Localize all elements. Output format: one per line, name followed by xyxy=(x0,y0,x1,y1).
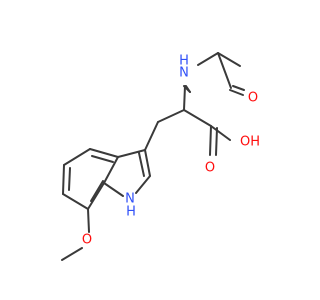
bond-carbonyl-o xyxy=(229,89,244,96)
atom-oh-acid: OH xyxy=(240,135,260,150)
bond-c2-n1 xyxy=(135,175,151,194)
bond-carbonyl-n xyxy=(197,52,219,66)
bond-c3a-c7a xyxy=(103,156,119,184)
bond-ca-cb xyxy=(157,109,185,123)
bond-n-ca xyxy=(183,85,186,111)
atom-n-acetyl: N xyxy=(179,66,189,81)
bond-c7-o xyxy=(87,208,90,233)
bond-cooh-o xyxy=(209,125,212,156)
bond-c3a-c4-double xyxy=(91,155,114,163)
bond-o-ch3 xyxy=(61,247,83,261)
bond-c3-c2 xyxy=(144,149,151,177)
bond-c3a-c4 xyxy=(89,148,119,158)
bond-c5-c6 xyxy=(62,164,65,195)
atom-o-acid: O xyxy=(205,161,215,176)
atom-o-carbonyl: O xyxy=(248,91,258,106)
bond-carbonyl-o-double xyxy=(232,85,245,91)
atom-o-methoxy: O xyxy=(82,233,92,248)
bond-cooh-o-double xyxy=(215,127,218,156)
bond-cb-c3 xyxy=(144,121,159,151)
bond-c3-c2-double xyxy=(138,152,145,177)
bond-ca-cooh xyxy=(183,109,212,127)
atom-h-acetyl: H xyxy=(179,54,189,69)
bond-c4-c5 xyxy=(63,148,91,166)
bond-n1-c7a xyxy=(103,182,124,197)
bond-c5-c6-double xyxy=(68,167,71,191)
bond-carbonyl-o-link xyxy=(217,52,232,89)
bond-c7-c7a xyxy=(87,182,105,210)
bond-c6-c7 xyxy=(62,193,89,210)
bond-c7-c7a-double xyxy=(90,180,104,202)
bond-c3-c3a xyxy=(117,149,146,158)
bond-cooh-oh xyxy=(210,125,231,141)
structure-diagram: N H O OH O N H O xyxy=(61,52,260,261)
bond-methyl-carbonyl xyxy=(217,52,241,67)
molecule-canvas: N H O OH O N H O xyxy=(61,52,260,261)
atom-h-indole: H xyxy=(126,205,136,220)
atom-n-indole: N xyxy=(125,192,135,207)
